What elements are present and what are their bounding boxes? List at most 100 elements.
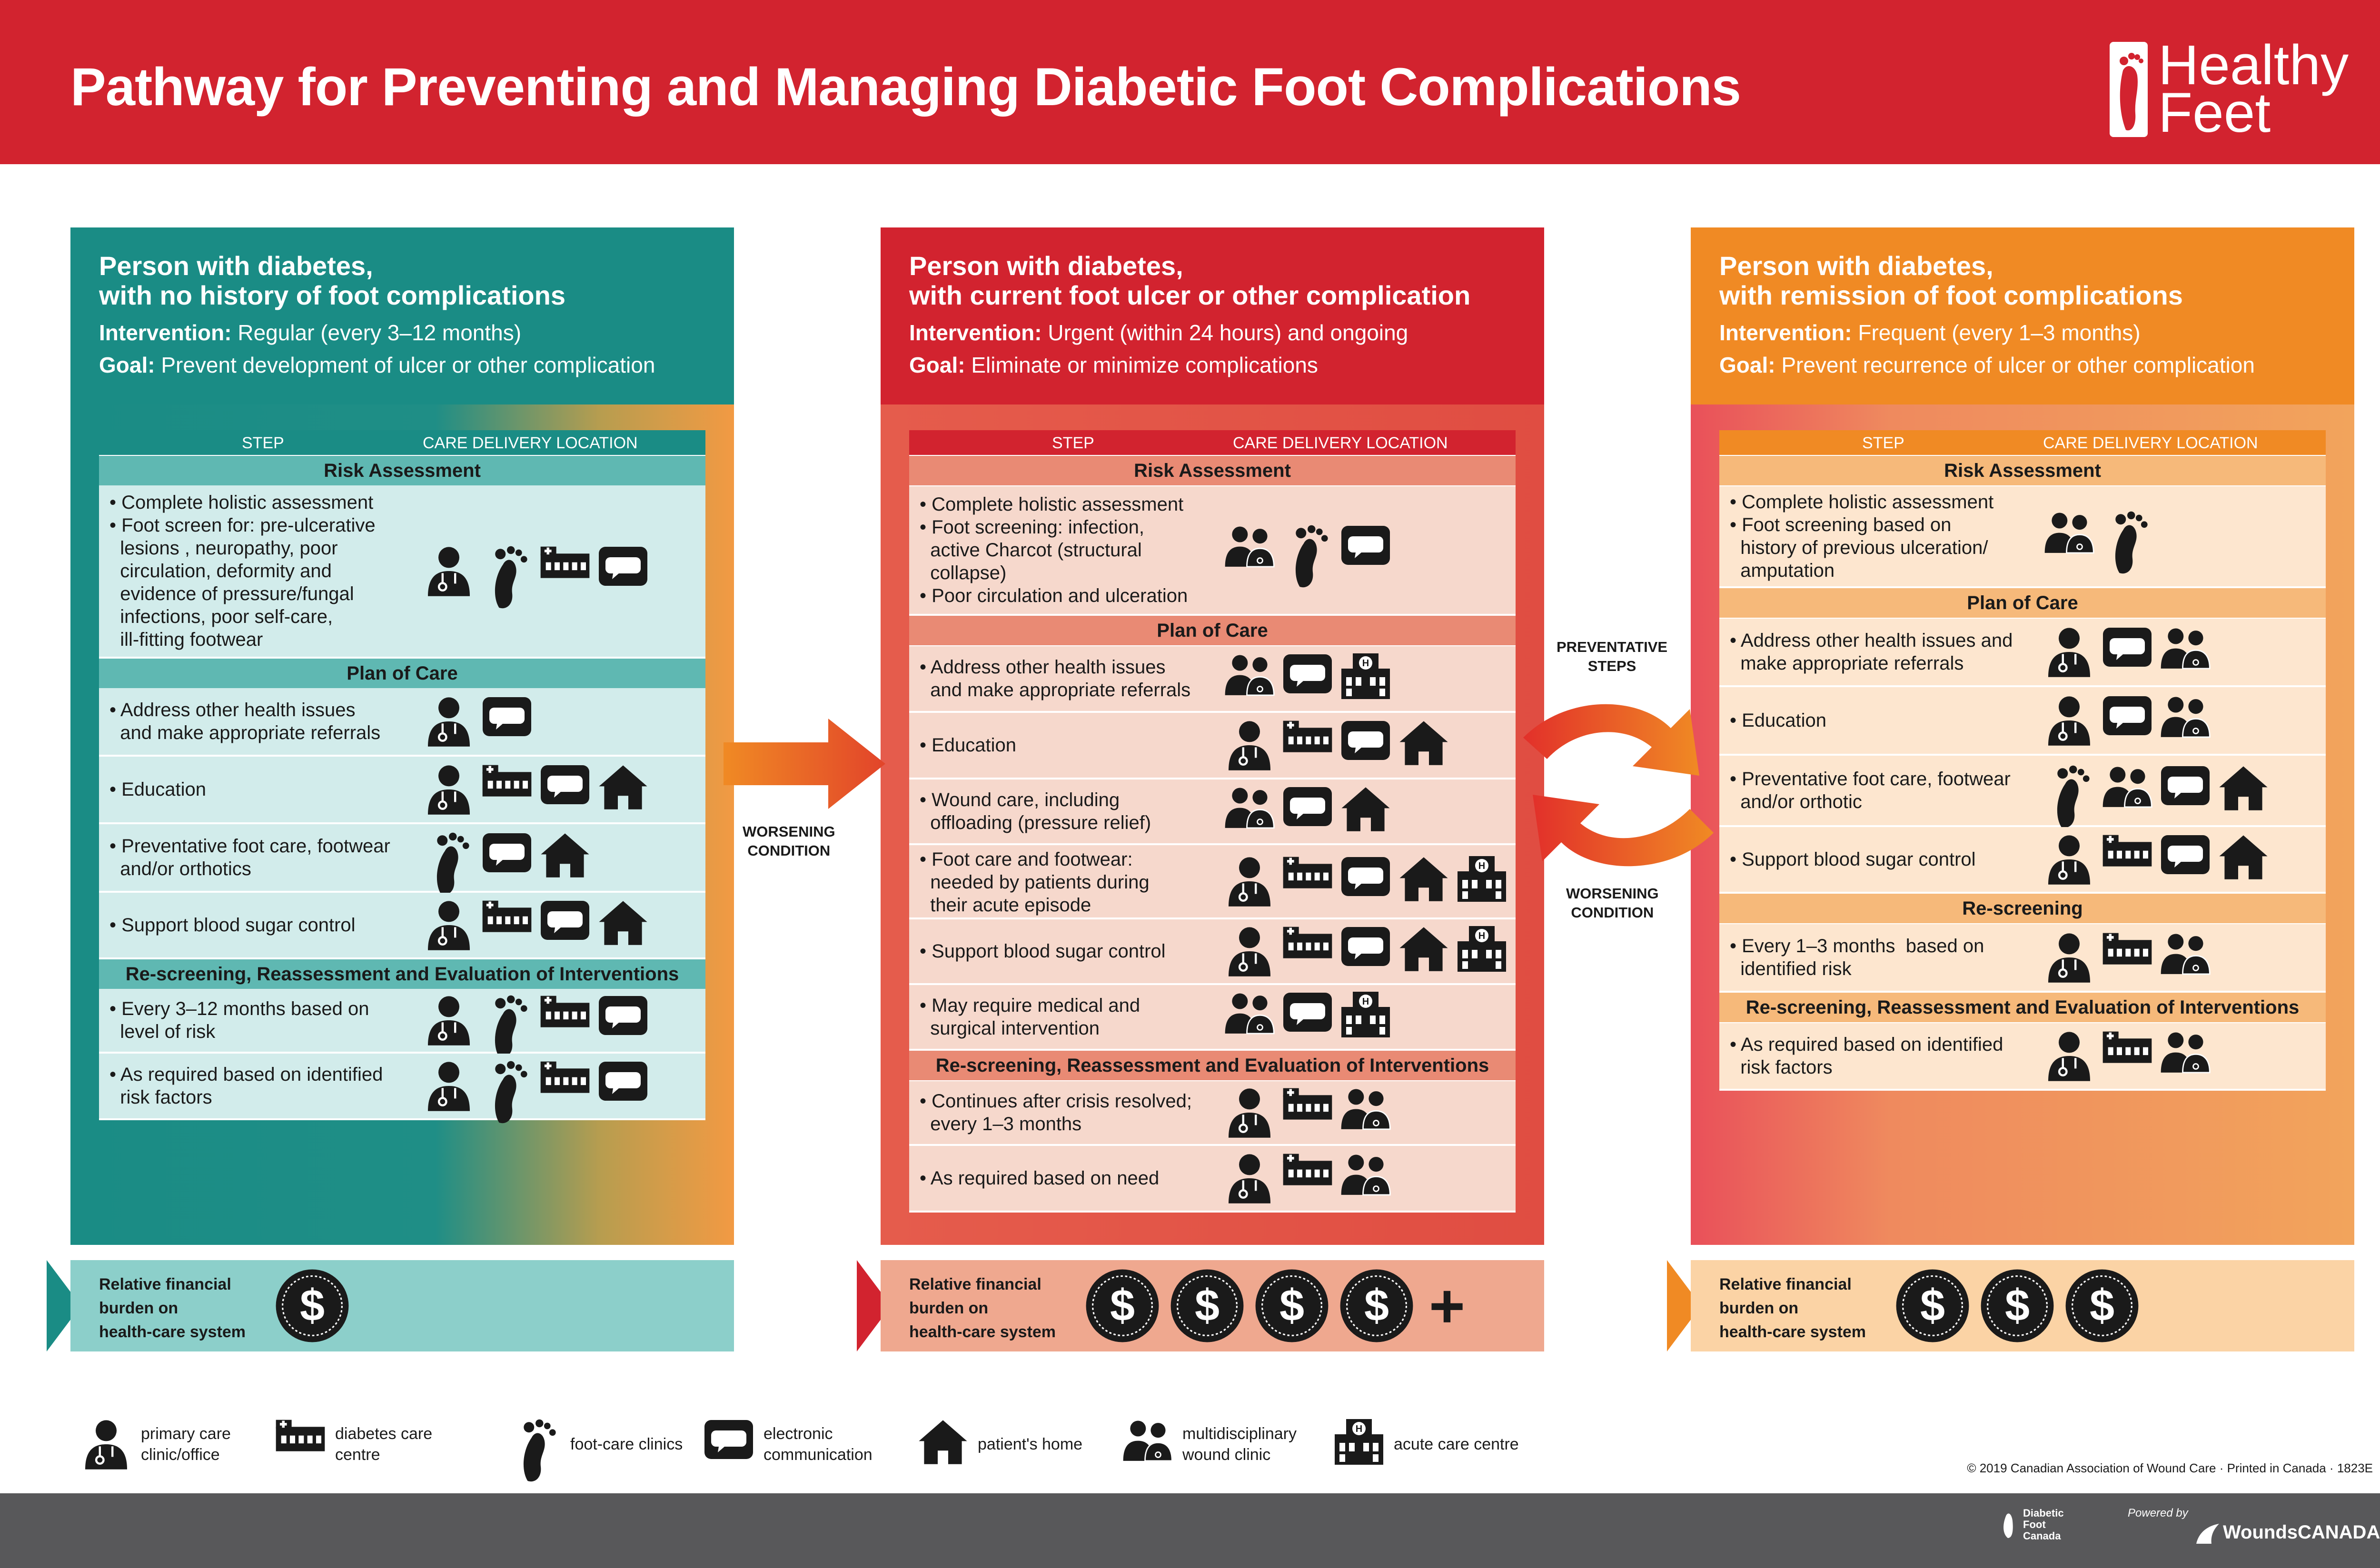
electronic-icon	[539, 899, 591, 951]
svg-text:H: H	[1478, 931, 1485, 941]
powered-by: Powered by	[2128, 1507, 2188, 1519]
location-icons	[2043, 764, 2270, 828]
step-text-line: • Address other health issues	[920, 657, 1166, 678]
table-row: • Complete holistic assessment• Foot scr…	[99, 485, 705, 657]
step-text-line: • Education	[109, 779, 207, 800]
worsening-arrow-2	[1533, 795, 1714, 867]
primary-care-icon	[2043, 833, 2095, 886]
location-icons	[2043, 626, 2211, 678]
electronic-icon	[597, 1060, 649, 1112]
dollar-coin-icon: $	[1980, 1269, 2054, 1343]
step-text: • Every 3–12 months based on level of ri…	[109, 997, 369, 1043]
step-text: • Support blood sugar control	[109, 914, 356, 937]
location-icons	[423, 831, 591, 895]
electronic-icon	[1339, 719, 1392, 771]
wound-clinic-icon	[1223, 991, 1276, 1043]
column-heading: Person with diabetes,with no history of …	[99, 251, 565, 310]
step-text: • Complete holistic assessment• Foot scr…	[109, 491, 376, 651]
legend-item: foot-care clinics	[509, 1418, 683, 1482]
location-column-header: CARE DELIVERY LOCATION	[1233, 434, 1448, 452]
location-column-header: CARE DELIVERY LOCATION	[423, 434, 638, 452]
legend-item: patient's home	[917, 1418, 1082, 1470]
home-icon	[2217, 764, 2270, 817]
step-text-line: • Education	[1730, 710, 1827, 731]
svg-text:$: $	[1920, 1280, 1945, 1330]
svg-text:$: $	[1364, 1280, 1389, 1330]
step-text: • As required based on identified risk f…	[109, 1063, 383, 1109]
step-text-line: risk factors	[1730, 1057, 1833, 1078]
preventative-arrow	[1523, 704, 1699, 776]
location-icons	[423, 1060, 649, 1124]
step-text-line: • Address other health issues	[109, 700, 356, 720]
diabetes-centre-icon	[1281, 719, 1334, 771]
step-text-line: identified risk	[1730, 958, 1852, 979]
legend-label: acute care centre	[1394, 1435, 1519, 1453]
foot-care-icon	[481, 994, 533, 1058]
step-text-line: • Poor circulation and ulceration	[920, 585, 1188, 606]
step-text-line: infections, poor self-care,	[109, 606, 333, 627]
step-text-line: • Every 1–3 months based on	[1730, 936, 1984, 957]
svg-text:$: $	[1195, 1280, 1220, 1330]
step-text-line: • Education	[920, 735, 1017, 756]
wound-clinic-icon	[1223, 785, 1276, 838]
foot-care-icon	[481, 545, 533, 609]
primary-care-icon	[2043, 694, 2095, 747]
foot-care-icon	[2043, 764, 2095, 828]
step-text: • Continues after crisis resolved; every…	[920, 1090, 1192, 1135]
step-text: • Support blood sugar control	[1730, 848, 1976, 871]
section-heading: Risk Assessment	[99, 456, 705, 485]
column-header: Person with diabetes,with no history of …	[70, 227, 734, 404]
table-row: • Every 3–12 months based on level of ri…	[99, 989, 705, 1058]
location-icons	[423, 763, 649, 816]
step-text-line: amputation	[1730, 560, 1835, 581]
step-text: • Complete holistic assessment• Foot scr…	[1730, 491, 1993, 582]
step-text-line: • Complete holistic assessment	[920, 494, 1184, 515]
wound-clinic-icon	[2159, 626, 2211, 678]
svg-text:H: H	[1356, 1424, 1362, 1434]
foot-care-icon	[423, 831, 475, 895]
home-icon	[539, 831, 591, 884]
dollar-coin-icon: $	[275, 1269, 349, 1343]
cost-coins: $$$$+	[1085, 1269, 1465, 1343]
wound-clinic-icon	[1223, 524, 1276, 576]
dollar-coin-icon: $	[1170, 1269, 1244, 1343]
step-column-header: STEP	[1862, 434, 1904, 452]
cost-coins: $	[275, 1269, 365, 1343]
step-text-line: and make appropriate referrals	[109, 722, 381, 743]
wound-clinic-icon	[2159, 1030, 2211, 1082]
table-row: • Address other health issues and make a…	[909, 646, 1516, 711]
section-heading: Re-screening	[1719, 894, 2326, 923]
section-heading: Risk Assessment	[909, 456, 1516, 485]
acute-care-icon: H	[1456, 925, 1508, 977]
table-row: • As required based on need	[909, 1146, 1516, 1211]
section-heading: Re-screening, Reassessment and Evaluatio…	[909, 1051, 1516, 1080]
location-icons	[423, 545, 649, 609]
page-title: Pathway for Preventing and Managing Diab…	[70, 57, 1741, 117]
primary-care-icon	[423, 899, 475, 951]
location-icons	[1223, 785, 1392, 838]
wounds-canada-logo: WoundsCANADA	[2223, 1522, 2380, 1543]
step-text-line: needed by patients during	[920, 872, 1150, 893]
table-header: STEP CARE DELIVERY LOCATION	[1719, 430, 2326, 455]
location-icons	[2043, 833, 2270, 886]
diabetes-centre-icon	[1281, 855, 1334, 907]
healthy-feet-logo: Healthy Feet	[2110, 37, 2376, 142]
location-column-header: CARE DELIVERY LOCATION	[2043, 434, 2258, 452]
acute-care-icon: H	[1339, 991, 1392, 1043]
step-text-line: • Support blood sugar control	[920, 941, 1166, 962]
step-text-line: • Every 3–12 months based on	[109, 998, 369, 1019]
intervention-line: Intervention: Regular (every 3–12 months…	[99, 320, 522, 345]
diabetes-centre-icon	[481, 763, 533, 816]
svg-text:$: $	[1279, 1280, 1304, 1330]
step-text-line: • Preventative foot care, footwear	[109, 836, 390, 857]
electronic-icon	[703, 1418, 755, 1470]
location-icons: H	[1223, 925, 1508, 977]
step-text-line: offloading (pressure relief)	[920, 812, 1151, 833]
home-icon	[597, 899, 649, 951]
